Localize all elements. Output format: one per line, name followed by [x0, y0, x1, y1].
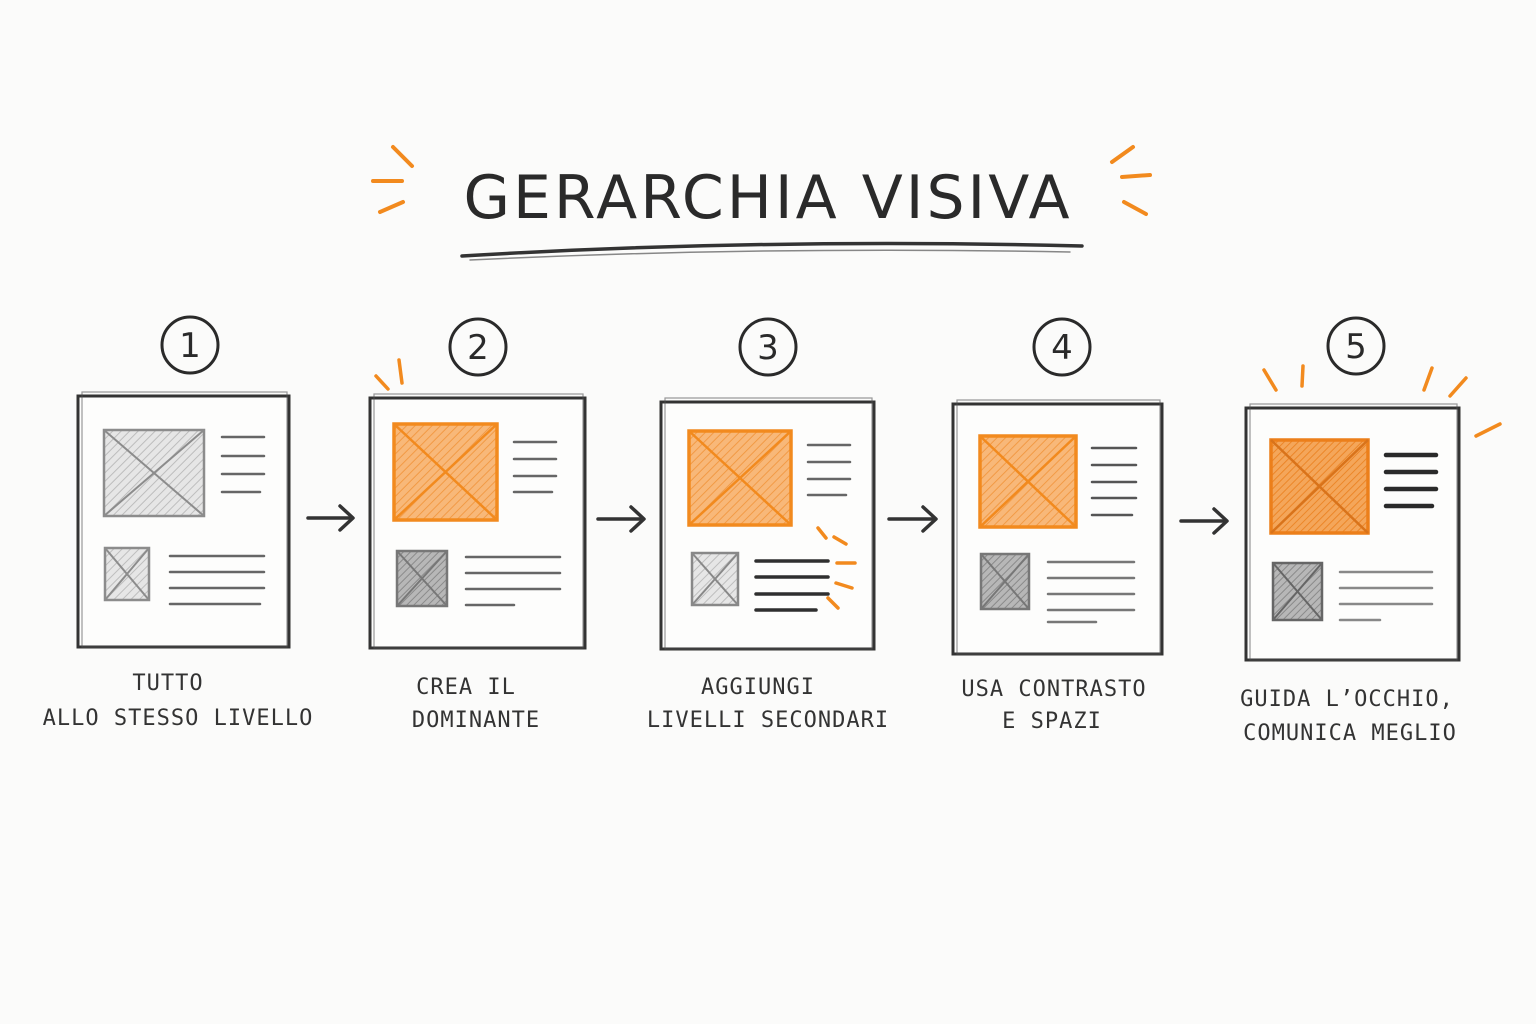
image-placeholder-small — [395, 549, 449, 608]
step-caption: TUTTO ALLO STESSO LIVELLO — [43, 671, 314, 731]
step-caption: CREA IL DOMINANTE — [412, 675, 540, 733]
text-lines-primary — [1383, 452, 1439, 509]
svg-text:ALLO STESSO LIVELLO: ALLO STESSO LIVELLO — [43, 706, 314, 731]
svg-text:USA CONTRASTO: USA CONTRASTO — [961, 677, 1146, 702]
svg-text:DOMINANTE: DOMINANTE — [412, 708, 540, 733]
step-number-badge: 2 — [448, 317, 508, 377]
arrow-right-icon — [596, 505, 646, 533]
svg-text:E SPAZI: E SPAZI — [1002, 709, 1102, 734]
arrow-right-icon — [887, 505, 938, 533]
sparkle-icon — [1262, 364, 1502, 438]
step-number-badge: 5 — [1326, 316, 1386, 376]
arrow-right-icon — [1179, 507, 1229, 535]
image-placeholder-small — [690, 551, 740, 607]
text-lines-primary — [806, 443, 852, 497]
svg-text:AGGIUNGI: AGGIUNGI — [701, 675, 815, 700]
step-2: 2 — [368, 317, 587, 733]
step-caption: USA CONTRASTO E SPAZI — [961, 677, 1146, 734]
sparkle-icon — [374, 358, 404, 391]
text-lines-secondary — [754, 559, 830, 612]
text-lines-secondary — [1046, 560, 1136, 624]
step-5: 5 — [1240, 316, 1502, 746]
step-caption: AGGIUNGI LIVELLI SECONDARI — [647, 675, 889, 733]
step-number-badge: 1 — [160, 315, 220, 375]
step-number: 4 — [1051, 328, 1073, 368]
text-lines-secondary — [1338, 570, 1434, 622]
step-number: 3 — [757, 328, 779, 368]
title-underline — [460, 241, 1084, 258]
sparkle-left-icon — [371, 145, 414, 214]
title-group: GERARCHIA VISIVA — [371, 145, 1152, 261]
image-placeholder-small — [1271, 561, 1324, 622]
text-lines-primary — [220, 435, 266, 494]
sparkle-right-icon — [1110, 145, 1152, 216]
image-placeholder-large — [978, 434, 1078, 529]
sparkle-icon — [816, 526, 857, 610]
svg-text:GUIDA L’OCCHIO,: GUIDA L’OCCHIO, — [1240, 687, 1454, 712]
text-lines-primary — [1090, 446, 1138, 517]
step-number: 2 — [467, 328, 489, 368]
step-number-badge: 4 — [1032, 317, 1092, 377]
image-placeholder-large — [102, 428, 206, 518]
step-number: 5 — [1345, 327, 1367, 367]
image-placeholder-small — [103, 546, 151, 602]
text-lines-primary — [512, 440, 558, 494]
text-lines-secondary — [168, 554, 266, 606]
title-underline-echo — [469, 249, 1071, 261]
step-number: 1 — [179, 326, 201, 366]
arrow-right-icon — [306, 504, 355, 532]
step-4: 4 USA CO — [951, 317, 1164, 734]
text-lines-secondary — [464, 555, 562, 607]
svg-text:CREA IL: CREA IL — [416, 675, 516, 700]
image-placeholder-large — [392, 422, 499, 522]
svg-text:LIVELLI SECONDARI: LIVELLI SECONDARI — [647, 708, 889, 733]
step-1: 1 TUTTO ALLO STE — [43, 315, 314, 731]
step-3: 3 — [647, 317, 889, 733]
image-placeholder-small — [979, 552, 1031, 611]
image-placeholder-large — [687, 429, 793, 527]
step-caption: GUIDA L’OCCHIO, COMUNICA MEGLIO — [1240, 687, 1457, 746]
svg-text:TUTTO: TUTTO — [132, 671, 203, 696]
svg-text:COMUNICA MEGLIO: COMUNICA MEGLIO — [1243, 721, 1457, 746]
image-placeholder-large — [1269, 438, 1370, 535]
step-number-badge: 3 — [738, 317, 798, 377]
page-title: GERARCHIA VISIVA — [463, 163, 1072, 233]
